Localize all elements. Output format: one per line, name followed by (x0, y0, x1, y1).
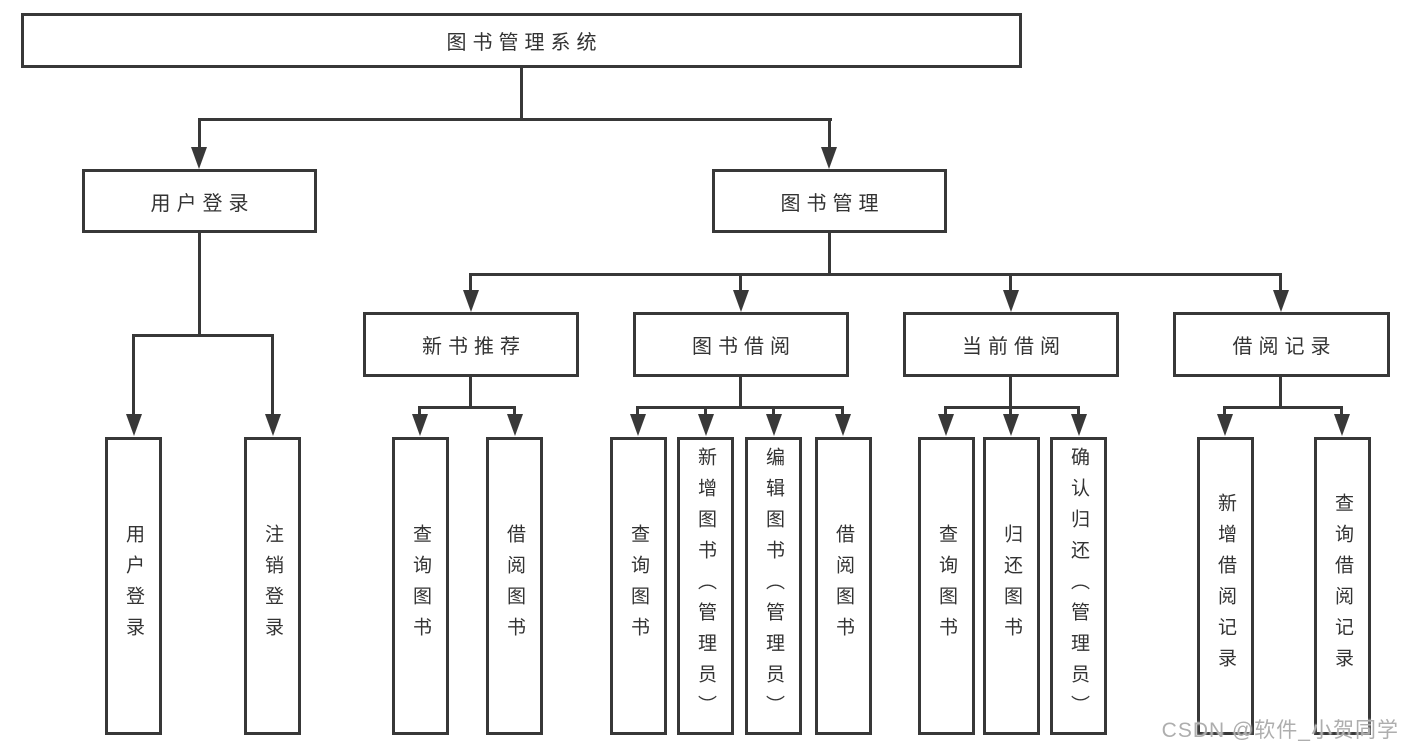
arrowhead-icon (766, 414, 782, 436)
node-label: 新书推荐 (422, 336, 526, 358)
node-label: 新增借阅记录 (1215, 493, 1236, 679)
arrowhead-icon (1217, 414, 1233, 436)
connector-line (271, 334, 274, 414)
connector-line (132, 334, 135, 414)
leaf-return-books: 归还图书 (983, 437, 1040, 735)
leaf-query-books: 查询图书 (392, 437, 449, 735)
connector-line (1279, 377, 1282, 407)
connector-line (520, 68, 523, 118)
node-label: 归还图书 (1001, 524, 1022, 648)
node-label: 借阅图书 (833, 524, 854, 648)
arrowhead-icon (126, 414, 142, 436)
connector-line (1009, 406, 1012, 416)
node-label: 确认归还（管理员） (1068, 446, 1089, 726)
leaf-confirm-return-admin: 确认归还（管理员） (1050, 437, 1107, 735)
node-user-login: 用户登录 (82, 169, 317, 233)
node-label: 图书管理 (780, 192, 885, 215)
arrowhead-icon (412, 414, 428, 436)
node-current-borrowing: 当前借阅 (903, 312, 1119, 377)
connector-line (739, 377, 742, 407)
arrowhead-icon (835, 414, 851, 436)
arrowhead-icon (938, 414, 954, 436)
connector-line (828, 233, 831, 274)
connector-line (469, 377, 472, 407)
arrowhead-icon (1071, 414, 1087, 436)
connector-line (1223, 406, 1226, 416)
connector-line (1223, 406, 1343, 409)
node-label: 查询借阅记录 (1332, 493, 1353, 679)
arrowhead-icon (463, 290, 479, 312)
connector-line (1279, 273, 1282, 291)
connector-line (636, 406, 639, 416)
node-borrowing-records: 借阅记录 (1173, 312, 1390, 377)
node-label: 图书借阅 (692, 336, 796, 358)
connector-line (1077, 406, 1080, 416)
connector-line (132, 334, 274, 337)
arrowhead-icon (698, 414, 714, 436)
node-root-system: 图书管理系统 (21, 13, 1022, 68)
connector-line (944, 406, 947, 416)
connector-line (1340, 406, 1343, 416)
arrowhead-icon (1003, 414, 1019, 436)
arrowhead-icon (191, 147, 207, 169)
connector-line (513, 406, 516, 416)
leaf-query-borrow-record: 查询借阅记录 (1314, 437, 1371, 735)
connector-line (198, 233, 201, 334)
node-new-book-recommendation: 新书推荐 (363, 312, 579, 377)
node-label: 查询图书 (628, 524, 649, 648)
node-label: 当前借阅 (962, 336, 1066, 358)
connector-line (469, 273, 472, 291)
arrowhead-icon (821, 147, 837, 169)
arrowhead-icon (265, 414, 281, 436)
leaf-query-books: 查询图书 (918, 437, 975, 735)
node-label: 查询图书 (410, 524, 431, 648)
connector-line (469, 273, 1282, 276)
node-label: 用户登录 (150, 192, 255, 215)
connector-line (198, 118, 832, 121)
connector-line (704, 406, 707, 416)
node-label: 查询图书 (936, 524, 957, 648)
node-label: 新增图书（管理员） (695, 446, 716, 726)
arrowhead-icon (733, 290, 749, 312)
connector-line (1009, 377, 1012, 407)
connector-line (772, 406, 775, 416)
node-label: 借阅记录 (1232, 336, 1337, 358)
leaf-borrow-books: 借阅图书 (486, 437, 543, 735)
arrowhead-icon (507, 414, 523, 436)
node-book-management: 图书管理 (712, 169, 947, 233)
connector-line (636, 406, 844, 409)
arrowhead-icon (630, 414, 646, 436)
connector-line (418, 406, 516, 409)
connector-line (739, 273, 742, 291)
node-label: 图书管理系统 (446, 32, 603, 54)
connector-line (1009, 273, 1012, 291)
leaf-borrow-books: 借阅图书 (815, 437, 872, 735)
leaf-add-borrow-record: 新增借阅记录 (1197, 437, 1254, 735)
arrowhead-icon (1003, 290, 1019, 312)
node-label: 注销登录 (262, 524, 283, 648)
arrowhead-icon (1273, 290, 1289, 312)
connector-line (944, 406, 1080, 409)
node-label: 编辑图书（管理员） (763, 446, 784, 726)
leaf-logout: 注销登录 (244, 437, 301, 735)
leaf-add-books-admin: 新增图书（管理员） (677, 437, 734, 735)
leaf-user-login: 用户登录 (105, 437, 162, 735)
connector-line (418, 406, 421, 416)
arrowhead-icon (1334, 414, 1350, 436)
node-label: 借阅图书 (504, 524, 525, 648)
connector-line (198, 118, 201, 148)
connector-line (828, 118, 831, 148)
leaf-query-books: 查询图书 (610, 437, 667, 735)
node-label: 用户登录 (123, 524, 144, 648)
leaf-edit-books-admin: 编辑图书（管理员） (745, 437, 802, 735)
csdn-watermark: CSDN @软件_小贺同学 (1161, 719, 1399, 742)
node-book-borrowing: 图书借阅 (633, 312, 849, 377)
connector-line (841, 406, 844, 416)
